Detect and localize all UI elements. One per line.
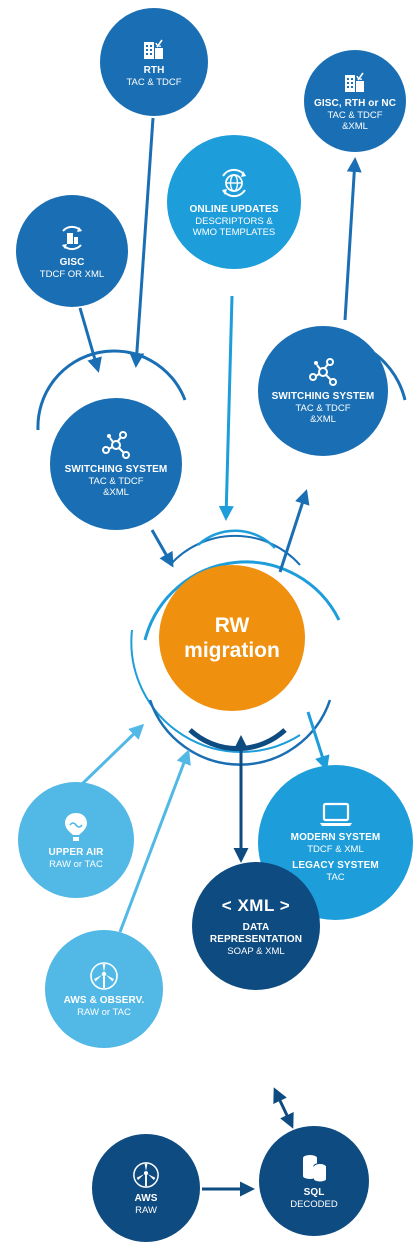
aws-node: AWS RAW — [92, 1134, 200, 1242]
upper-air-title: UPPER AIR — [48, 846, 104, 858]
upper-air-subtitle: RAW or TAC — [49, 858, 103, 870]
aws-title: AWS — [134, 1192, 158, 1204]
legacy-system-title: LEGACY SYSTEM — [292, 860, 379, 871]
switching-left-sub1: TAC & TDCF — [88, 476, 144, 487]
wind-turbine-icon — [133, 1161, 159, 1188]
rth-title: RTH — [143, 64, 165, 76]
gisc-rth-nc-title: GISC, RTH or NC — [313, 98, 397, 109]
network-icon — [102, 431, 130, 459]
arrow-gisc-to-switching — [78, 307, 102, 373]
switching-right-title: SWITCHING SYSTEM — [271, 391, 375, 402]
sql-title: SQL — [303, 1186, 325, 1198]
balloon-icon — [65, 812, 87, 841]
gisc-rth-nc-node: GISC, RTH or NC TAC & TDCF &XML — [304, 50, 406, 152]
modern-system-title: MODERN SYSTEM — [290, 832, 381, 843]
aws-observ-title: AWS & OBSERV. — [63, 994, 145, 1006]
upper-air-node: UPPER AIR RAW or TAC — [18, 782, 134, 898]
online-updates-title: ONLINE UPDATES — [189, 204, 279, 215]
database-icon — [303, 1154, 327, 1181]
legacy-system-subtitle: TAC — [326, 872, 345, 883]
xml-tag-icon: < XML > — [221, 895, 291, 915]
arrow-rth-to-switching — [129, 117, 155, 368]
gisc-subtitle: TDCF OR XML — [39, 268, 105, 280]
arrow-upper-to-center — [78, 723, 145, 788]
switching-right-sub1: TAC & TDCF — [295, 403, 351, 414]
arrow-online-to-center — [218, 295, 234, 521]
online-updates-sub2: WMO TEMPLATES — [192, 227, 276, 238]
arrow-switching-right-to-gisc — [343, 157, 362, 321]
arrow-aws-observ-to-center — [118, 749, 191, 933]
center-line2: migration — [184, 639, 280, 662]
center-line1: RW — [214, 614, 250, 637]
switching-left-sub2: &XML — [103, 487, 129, 498]
data-repr-title1: DATA — [242, 921, 270, 933]
rw-migration-center: RW migration — [159, 565, 305, 711]
online-updates-node: ONLINE UPDATES DESCRIPTORS & WMO TEMPLAT… — [167, 135, 301, 269]
network-icon — [309, 358, 337, 386]
building-sync-icon — [62, 225, 82, 250]
gisc-rth-nc-sub2: &XML — [342, 121, 368, 132]
modern-system-subtitle: TDCF & XML — [307, 844, 364, 855]
switching-system-right-node: SWITCHING SYSTEM TAC & TDCF &XML — [258, 326, 388, 456]
wind-turbine-icon — [90, 961, 118, 990]
gisc-rth-nc-sub1: TAC & TDCF — [327, 110, 383, 121]
arrow-switching-to-center — [150, 529, 174, 568]
aws-subtitle: RAW — [135, 1204, 157, 1216]
switching-left-title: SWITCHING SYSTEM — [64, 464, 168, 475]
sql-node: SQL DECODED — [259, 1126, 369, 1236]
rth-subtitle: TAC & TDCF — [126, 76, 182, 88]
arrow-data-repr-sql — [273, 1087, 294, 1129]
data-repr-subtitle: SOAP & XML — [227, 945, 285, 957]
switching-left-ring — [36, 349, 187, 431]
arrow-center-to-switching-right — [278, 489, 310, 573]
laptop-icon — [319, 802, 352, 826]
data-repr-title2: REPRESENTATION — [209, 933, 303, 945]
online-updates-sub1: DESCRIPTORS & — [195, 216, 273, 227]
switching-system-left-node: SWITCHING SYSTEM TAC & TDCF &XML — [50, 398, 182, 530]
switching-right-sub2: &XML — [310, 414, 336, 425]
aws-observ-subtitle: RAW or TAC — [77, 1006, 131, 1018]
rth-node: RTH TAC & TDCF — [100, 8, 208, 116]
building-antenna-icon — [345, 72, 364, 92]
data-representation-node: < XML > DATA REPRESENTATION SOAP & XML — [192, 862, 320, 990]
arrow-center-to-modern — [306, 711, 330, 771]
sql-subtitle: DECODED — [290, 1198, 338, 1210]
gisc-title: GISC — [59, 256, 85, 268]
gisc-node: GISC TDCF OR XML — [16, 195, 128, 307]
aws-observ-node: AWS & OBSERV. RAW or TAC — [45, 930, 163, 1048]
building-antenna-icon — [144, 39, 163, 59]
globe-sync-icon — [222, 169, 246, 197]
